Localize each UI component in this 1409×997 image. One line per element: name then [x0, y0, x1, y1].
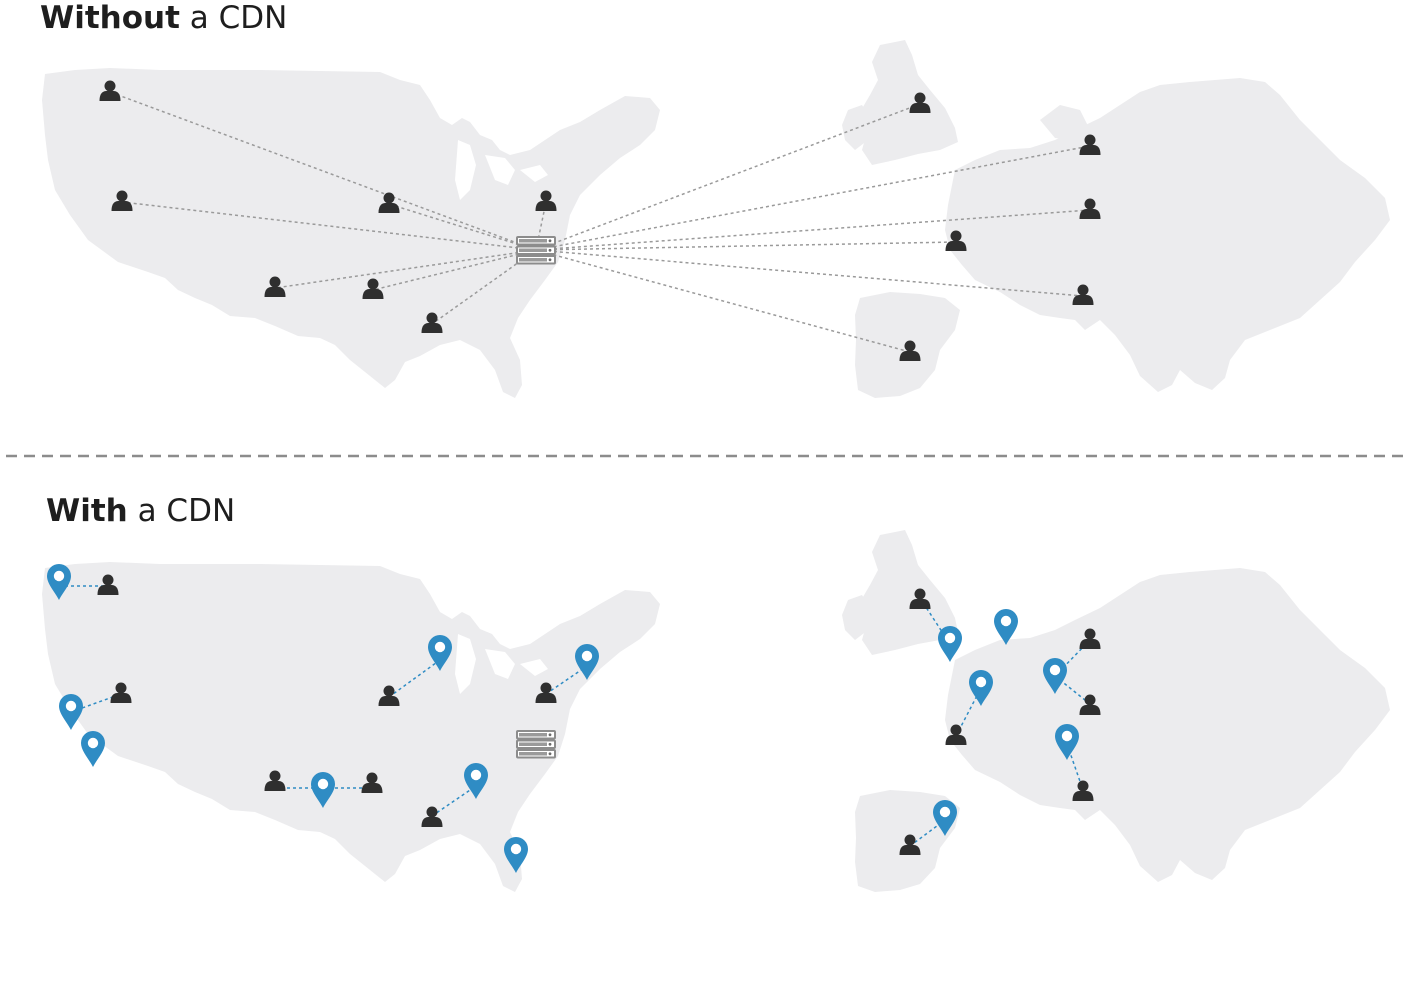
- land-ireland-bottom: [842, 595, 870, 640]
- heading-with-cdn-bold: With: [46, 493, 128, 529]
- heading-without-cdn-bold: Without: [40, 0, 180, 36]
- origin-server-icon: [516, 730, 556, 759]
- origin-server-icon: [516, 236, 556, 265]
- heading-without-cdn-rest: a CDN: [179, 0, 288, 36]
- land-europe-top: [855, 40, 1390, 398]
- land-great-lakes-bottom: [455, 634, 548, 694]
- map-pin-icon: [81, 731, 105, 767]
- connections-without-cdn: [109, 91, 1091, 353]
- map-without-cdn: [42, 40, 1390, 398]
- land-europe-bottom: [855, 530, 1390, 892]
- heading-without-cdn: Without a CDN: [40, 0, 287, 36]
- heading-with-cdn: With a CDN: [46, 493, 235, 529]
- heading-with-cdn-rest: a CDN: [127, 493, 236, 529]
- land-north-america-top: [42, 68, 660, 398]
- map-with-cdn: [42, 530, 1390, 892]
- map-pin-icon: [938, 626, 962, 662]
- map-pin-icon: [59, 694, 83, 730]
- land-north-america-bottom: [42, 562, 660, 892]
- land-great-lakes-top: [455, 140, 548, 200]
- land-scandinavia-top: [1040, 105, 1090, 140]
- land-ireland-top: [842, 105, 870, 150]
